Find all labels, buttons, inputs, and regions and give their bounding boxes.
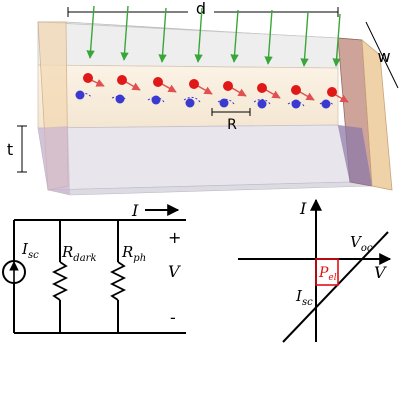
right-contact-lower <box>338 125 372 186</box>
resistor-ph <box>109 220 127 333</box>
hole <box>151 95 161 105</box>
hole <box>185 98 195 108</box>
electron <box>153 77 163 87</box>
light-arrows <box>86 5 341 67</box>
label-voc: Voc <box>350 233 373 254</box>
iv-curve <box>282 231 389 343</box>
light-arrow <box>86 5 95 59</box>
hole <box>321 99 331 109</box>
label-axis-i: I <box>299 199 307 218</box>
label-R: R <box>227 117 237 133</box>
light-arrow <box>120 5 129 61</box>
light-arrow <box>158 7 167 63</box>
carrier-pair <box>253 83 281 109</box>
label-current: I <box>131 201 139 220</box>
slab-substrate <box>37 124 351 191</box>
label-isc: Isc <box>21 240 39 261</box>
device-slab <box>37 21 393 196</box>
electron <box>257 83 267 93</box>
hole <box>257 99 267 109</box>
light-arrow <box>230 9 239 63</box>
hole <box>75 90 85 100</box>
carrier-pair <box>111 75 141 104</box>
label-pel: Pel <box>318 265 337 283</box>
label-d: d <box>196 0 206 18</box>
carrier-pair <box>183 79 213 108</box>
electron <box>117 75 127 85</box>
electron <box>223 81 233 91</box>
electron <box>291 85 301 95</box>
carrier-pair <box>75 73 105 100</box>
dimension-d: d <box>67 0 339 18</box>
label-w: w <box>377 47 390 66</box>
electron <box>189 79 199 89</box>
label-axis-v: V <box>374 263 387 282</box>
equivalent-circuit <box>2 204 186 334</box>
label-isc-plot: Isc <box>295 287 313 308</box>
light-arrow <box>332 13 341 67</box>
electron <box>327 87 337 97</box>
label-rph: Rph <box>121 243 146 264</box>
hole <box>219 98 229 108</box>
carrier-pair <box>217 81 247 108</box>
slab-upper-band <box>37 21 339 69</box>
hole <box>115 94 125 104</box>
label-voltage: V <box>168 262 181 281</box>
hole <box>291 99 301 109</box>
dimension-R: R <box>211 108 251 133</box>
label-minus: - <box>170 308 176 327</box>
electron <box>83 73 93 83</box>
carrier-pair <box>147 77 177 105</box>
left-contact-lower <box>38 126 70 195</box>
resistor-dark <box>51 220 69 333</box>
carrier-pair <box>287 85 315 109</box>
light-arrow <box>264 9 273 65</box>
dimension-t: t <box>2 125 27 173</box>
iv-plot <box>238 198 392 343</box>
max-power-rectangle <box>315 258 339 286</box>
light-arrow <box>194 7 203 63</box>
label-t: t <box>7 140 13 159</box>
carrier-pair <box>319 87 349 109</box>
light-arrow <box>300 11 309 67</box>
label-plus: + <box>168 228 181 247</box>
dimension-w: w <box>365 21 399 89</box>
slab-right-face <box>361 39 393 191</box>
label-rdark: Rdark <box>61 243 97 264</box>
carriers <box>75 73 349 109</box>
